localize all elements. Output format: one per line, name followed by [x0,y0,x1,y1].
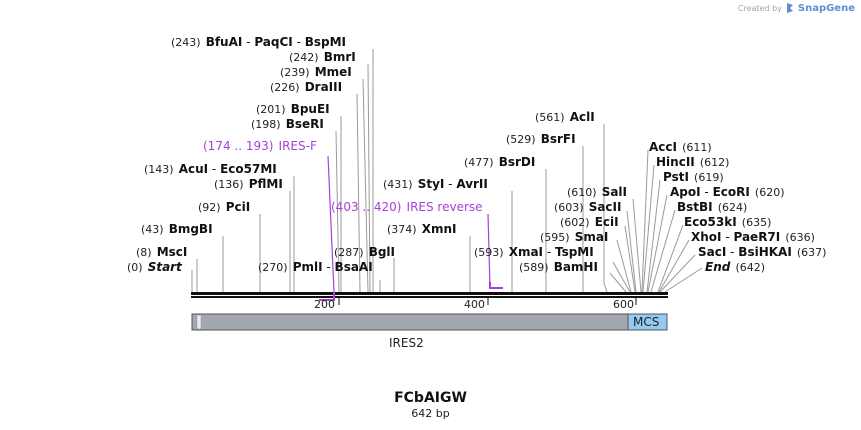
snapgene-logo-icon [786,3,793,13]
site-label[interactable]: (43) BmgBI [141,218,213,237]
site-label[interactable]: (8) MscI [136,241,187,260]
leader-589 [609,272,627,293]
site-label[interactable]: HincII (612) [656,151,729,170]
ruler [338,298,637,305]
site-label[interactable]: (603) SacII [554,196,621,215]
dna-backbone [191,292,668,298]
site-label[interactable]: XhoI - PaeR7I (636) [691,226,815,245]
site-label[interactable]: BstBI (624) [677,196,747,215]
leader-595 [616,239,632,293]
leader-642 [664,267,703,293]
leader-611 [641,149,649,293]
plasmid-title: FCbAIGW 642 bp [0,390,861,420]
leader-637 [659,254,696,293]
leader-619 [646,179,661,293]
primer-marks [319,282,503,301]
credit-brand: SnapGene [797,2,855,14]
leader-198 [335,130,340,293]
leader-561 [603,124,608,293]
site-label[interactable]: (529) BsrFI [506,128,576,147]
credit: Created by SnapGene [738,2,855,14]
tick-200: 200 [314,298,335,311]
site-label[interactable]: (610) SalI [567,181,627,200]
site-label[interactable]: Eco53kI (635) [684,211,771,230]
leader-242 [367,63,371,293]
primer-leader-ires-f [327,155,335,293]
site-label[interactable]: (239) MmeI [280,61,352,80]
site-label[interactable]: (226) DraIII [270,76,342,95]
leader-635 [657,224,684,293]
site-label[interactable]: (287) BglI [334,241,395,260]
site-label[interactable]: (374) XmnI [387,218,456,237]
leader-226 [356,93,361,293]
site-label[interactable]: (174 .. 193) IRES-F [203,135,317,154]
site-label[interactable]: (0) Start [127,256,183,275]
site-label[interactable]: AccI (611) [649,136,712,155]
site-label[interactable]: (143) AcuI - Eco57MI [144,158,277,177]
site-label[interactable]: (602) EciI [560,211,619,230]
site-label[interactable]: (477) BsrDI [464,151,535,170]
primer-ires-reverse-mark [489,282,503,289]
site-label[interactable]: (136) PflMI [214,173,283,192]
plasmid-length: 642 bp [411,407,450,420]
primer-leader-ires-reverse [487,213,491,289]
leader-593 [612,261,631,293]
site-labels: (243) BfuAI - PaqCI - BspMI (242) BmrI (… [127,31,826,275]
site-label[interactable]: (589) BamHI [519,256,598,275]
leader-612 [642,164,655,293]
site-label[interactable]: (92) PciI [198,196,250,215]
primer-ires-f-mark [319,292,335,301]
site-label[interactable]: (561) AclI [535,106,595,125]
feature-ires2[interactable] [191,313,629,331]
site-label[interactable]: (595) SmaI [540,226,608,245]
sequence-map: (243) BfuAI - PaqCI - BspMI (242) BmrI (… [127,31,826,350]
site-label[interactable]: (431) StyI - AvrII [383,173,488,192]
feature-mcs[interactable]: MCS [627,313,668,331]
leader-624 [650,209,676,293]
site-label[interactable]: (593) XmaI - TspMI [474,241,594,260]
tick-400: 400 [464,298,485,311]
tick-600: 600 [613,298,634,311]
feature-mcs-label: MCS [633,315,659,329]
site-label[interactable]: (403 .. 420) IRES reverse [331,196,483,215]
feature-ires2-label: IRES2 [389,336,424,350]
site-label[interactable]: (201) BpuEI [256,98,330,117]
site-label[interactable]: (243) BfuAI - PaqCI - BspMI [171,31,346,50]
leader-620 [647,194,668,293]
leader-610 [632,198,642,293]
leader-603 [626,210,637,293]
site-label[interactable]: (242) BmrI [289,46,356,65]
site-label[interactable]: PstI (619) [663,166,724,185]
site-label[interactable]: (198) BseRI [251,113,324,132]
leader-602 [624,225,636,293]
leader-239 [362,78,369,293]
credit-prefix: Created by [737,3,782,13]
plasmid-name: FCbAIGW [394,390,467,406]
leader-636 [658,239,690,293]
site-label[interactable]: ApoI - EcoRI (620) [670,181,785,200]
site-label[interactable]: SacI - BsiHKAI (637) [698,241,826,260]
site-label[interactable]: (270) PmlI - BsaAI [258,256,373,275]
site-label[interactable]: End (642) [705,256,765,275]
